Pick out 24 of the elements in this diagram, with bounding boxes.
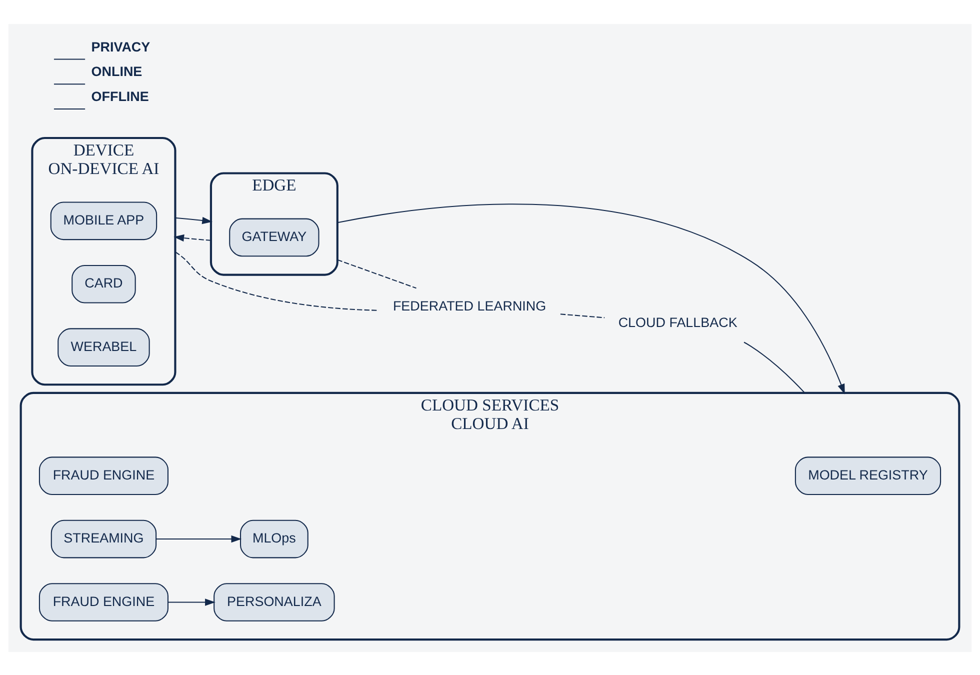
arrow [174,234,212,242]
node-box: MOBILE APP [50,201,158,240]
node-text: CLOUD FALLBACK [618,314,738,330]
connector [744,341,806,393]
arrow [156,534,242,542]
node-box: CARD [72,264,136,303]
node-box: MODEL REGISTRY [794,456,942,494]
connector [560,313,605,318]
node-box: WERABEL [58,328,150,366]
legend-label: OFFLINE [91,88,149,104]
node-box: PERSONALIZA [214,582,335,621]
node-box: STREAMING [50,519,157,558]
arrow [168,598,216,606]
arrow [175,216,213,224]
connector [174,251,379,310]
node-text: FEDERATED LEARNING [392,298,546,313]
arrow [337,203,845,394]
legend-label: PRIVACY [91,38,150,54]
node-box: FRAUD ENGINE [38,456,168,494]
node-box: GATEWAY [229,218,320,256]
legend-label: ONLINE [91,64,142,79]
node-box: MLOps [240,519,308,558]
connector [337,258,416,288]
node-box: FRAUD ENGINE [38,582,168,621]
